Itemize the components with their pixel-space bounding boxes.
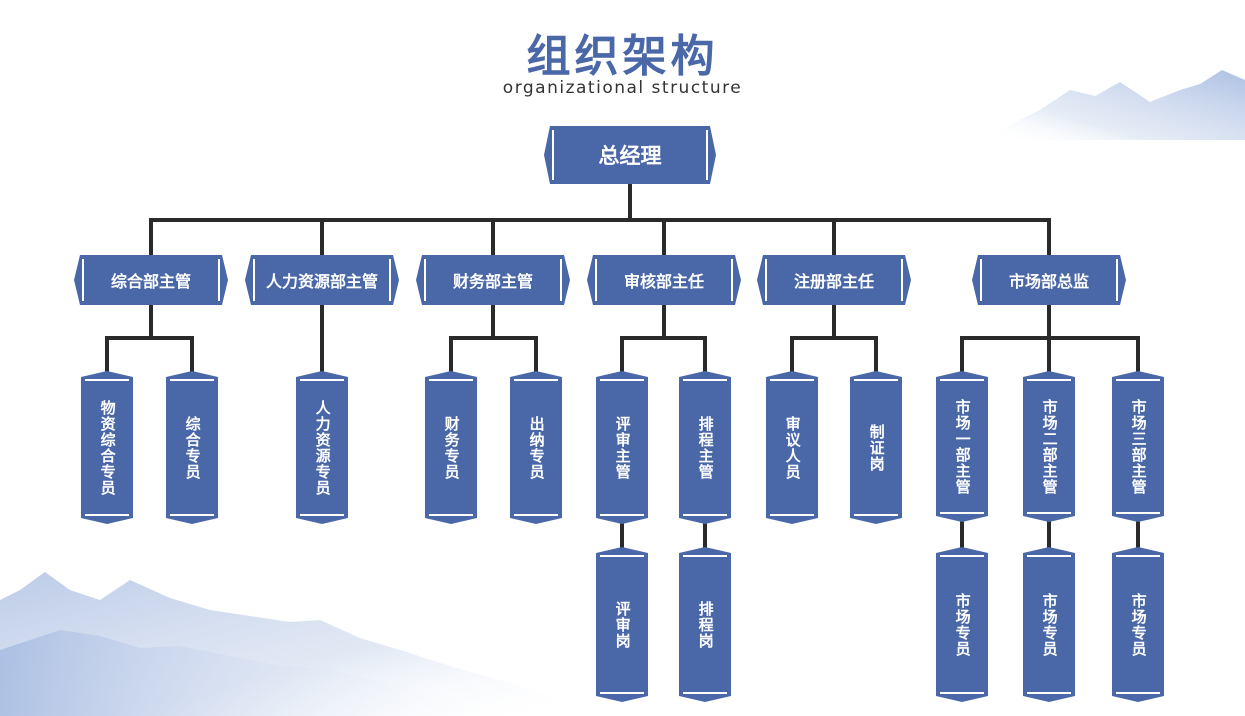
node-member: 审议人员 — [766, 371, 818, 524]
node-member: 物资综合专员 — [81, 371, 133, 524]
node-sub-member: 市场专员 — [1112, 547, 1164, 702]
node-member: 市场二部主管 — [1023, 371, 1075, 522]
node-label: 市场专员 — [1129, 592, 1148, 657]
node-general-manager: 总经理 — [544, 126, 716, 184]
node-dept-registration: 注册部主任 — [757, 255, 911, 305]
node-label: 审核部主任 — [623, 272, 704, 291]
node-member: 综合专员 — [166, 371, 218, 524]
node-member: 市场三部主管 — [1112, 371, 1164, 522]
node-sub-member: 评审岗 — [596, 547, 648, 702]
page-subtitle: organizational structure — [502, 78, 743, 98]
node-label: 注册部主任 — [793, 272, 874, 291]
node-label: 评审岗 — [613, 600, 632, 649]
node-dept-audit: 审核部主任 — [587, 255, 741, 305]
node-dept-marketing: 市场部总监 — [972, 255, 1126, 305]
node-label: 市场三部主管 — [1129, 398, 1148, 495]
node-label: 排程岗 — [696, 600, 715, 649]
node-label: 市场二部主管 — [1040, 398, 1059, 495]
node-dept-finance: 财务部主管 — [416, 255, 570, 305]
page-title: 组织架构 — [526, 31, 719, 82]
node-sub-member: 市场专员 — [1023, 547, 1075, 702]
node-member: 市场一部主管 — [936, 371, 988, 522]
node-label: 人力资源部主管 — [265, 272, 378, 291]
node-dept-general-affairs: 综合部主管 — [74, 255, 228, 305]
node-member: 财务专员 — [425, 371, 477, 524]
node-label: 审议人员 — [783, 415, 802, 480]
node-label: 市场专员 — [953, 592, 972, 657]
node-label: 财务专员 — [442, 415, 461, 480]
node-label: 市场一部主管 — [953, 398, 972, 495]
node-label: 人力资源专员 — [313, 399, 332, 496]
node-member: 人力资源专员 — [296, 371, 348, 524]
node-label: 排程主管 — [696, 415, 715, 480]
node-member: 排程主管 — [679, 371, 731, 524]
node-label: 总经理 — [598, 143, 662, 168]
node-label: 物资综合专员 — [98, 399, 117, 496]
node-dept-human-resources: 人力资源部主管 — [245, 255, 399, 305]
node-label: 出纳专员 — [527, 415, 546, 480]
node-member: 制证岗 — [850, 371, 902, 524]
node-label: 制证岗 — [867, 423, 886, 472]
node-label: 市场部总监 — [1008, 272, 1089, 291]
node-label: 综合专员 — [183, 415, 202, 480]
node-label: 市场专员 — [1040, 592, 1059, 657]
node-member: 出纳专员 — [510, 371, 562, 524]
node-label: 评审主管 — [613, 415, 632, 480]
node-member: 评审主管 — [596, 371, 648, 524]
node-label: 综合部主管 — [110, 272, 191, 291]
node-sub-member: 排程岗 — [679, 547, 731, 702]
node-label: 财务部主管 — [452, 272, 533, 291]
node-sub-member: 市场专员 — [936, 547, 988, 702]
